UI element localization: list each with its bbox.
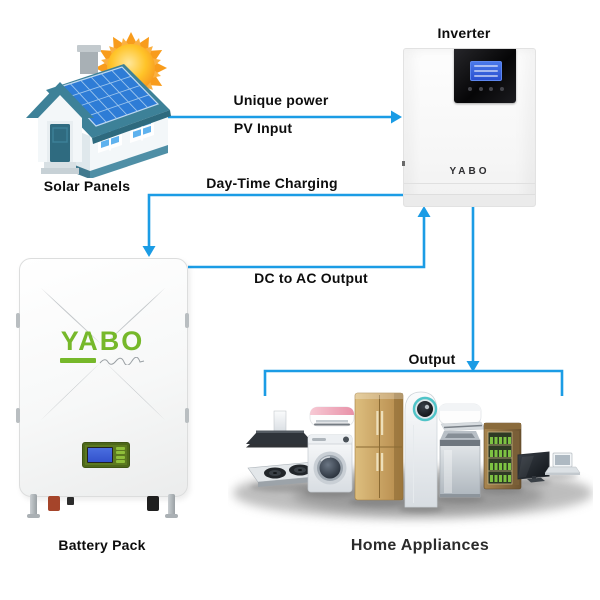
inverter-lcd-screen	[470, 61, 502, 81]
inverter-device: YABO	[402, 48, 536, 207]
battery-foot	[165, 514, 178, 518]
top-load-washer-icon	[439, 431, 481, 498]
wall-air-conditioner-icon	[309, 406, 355, 427]
output-label: Output	[408, 351, 456, 367]
laptop-icon	[544, 452, 581, 475]
tv-icon	[517, 451, 550, 483]
chimney-icon	[77, 45, 101, 74]
arrowhead-pv-input	[391, 110, 402, 124]
inverter-base-strip	[404, 194, 535, 206]
battery-mount-tab	[185, 313, 189, 328]
battery-terminal-positive	[48, 496, 60, 511]
beverage-fridge-icon	[483, 422, 522, 490]
battery-mount-tab	[185, 408, 189, 423]
floor-air-conditioner-icon	[404, 391, 438, 508]
tagline-script	[99, 356, 144, 365]
arrowhead-discharge	[417, 206, 431, 217]
inverter-label: Inverter	[437, 25, 491, 41]
battery-x-decoration	[41, 288, 165, 420]
output-bracket	[263, 369, 564, 396]
arrow-charging-line	[147, 193, 403, 247]
battery-brand-block: YABO	[19, 326, 186, 365]
battery-brand-logo: YABO	[60, 326, 145, 356]
house-icon	[26, 64, 171, 178]
battery-foot	[27, 514, 40, 518]
battery-lcd-buttons	[116, 447, 125, 463]
arrow-discharge-line	[188, 216, 426, 269]
battery-leg	[30, 494, 37, 516]
inverter-seam	[404, 183, 535, 184]
battery-mount-tab	[16, 408, 20, 423]
solar-house-illustration	[26, 32, 171, 178]
battery-lcd-display	[82, 442, 130, 468]
battery-leg	[168, 494, 175, 516]
home-appliances-illustration	[233, 391, 593, 519]
inverter-buttons	[468, 87, 504, 91]
inverter-port	[402, 161, 405, 166]
inverter-brand-logo: YABO	[449, 166, 490, 177]
battery-lcd-screen	[87, 447, 113, 463]
arrowhead-charging	[142, 246, 156, 257]
inverter-display-panel	[454, 49, 516, 103]
battery-connector-nub	[67, 497, 74, 505]
door-icon	[47, 121, 73, 163]
gas-stove-icon	[247, 461, 325, 487]
tagline-bar	[59, 358, 96, 363]
range-hood-icon	[246, 410, 314, 448]
arrowhead-output	[466, 361, 480, 372]
pv-input-title-label: Unique power	[233, 92, 329, 108]
pv-input-sub-label: PV Input	[233, 120, 293, 136]
solar-panels-label: Solar Panels	[43, 178, 131, 194]
front-load-washer-icon	[307, 434, 353, 493]
dc-to-ac-output-label: DC to AC Output	[254, 270, 368, 286]
day-time-charging-label: Day-Time Charging	[206, 175, 338, 191]
refrigerator-icon	[354, 392, 404, 501]
battery-pack-label: Battery Pack	[58, 537, 146, 553]
battery-pack-device: YABO	[16, 258, 189, 520]
battery-tagline-graphic	[59, 356, 146, 365]
battery-mount-tab	[16, 313, 20, 328]
home-appliances-label: Home Appliances	[350, 537, 490, 554]
wall-air-conditioner-2-icon	[438, 403, 486, 432]
battery-terminal-negative	[147, 496, 159, 511]
